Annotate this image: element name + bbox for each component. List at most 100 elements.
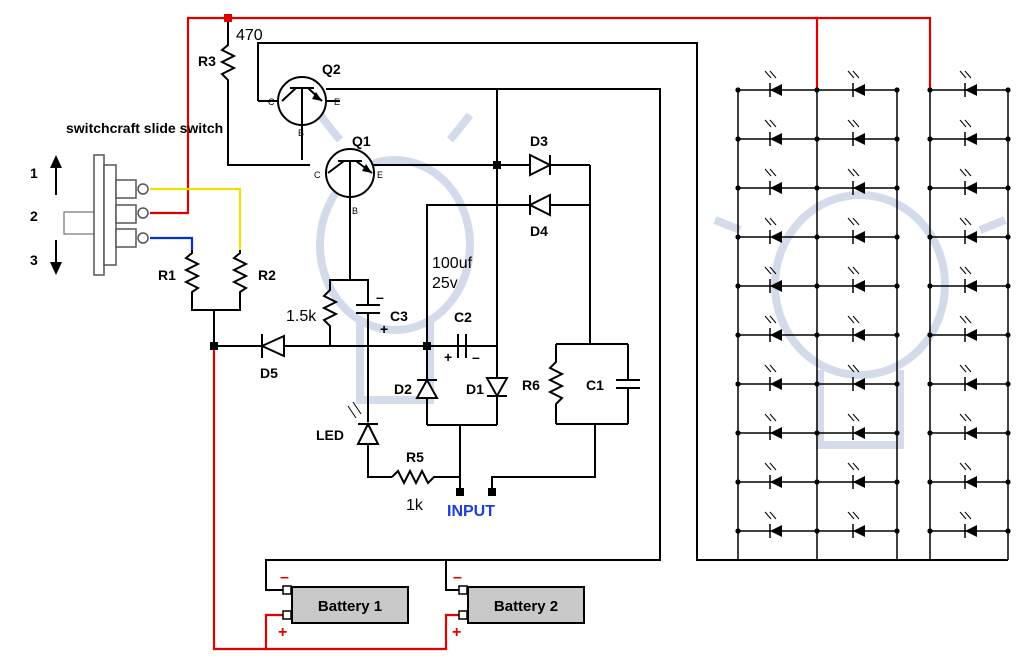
- led-junction: [814, 283, 820, 289]
- array-led-col2: [847, 413, 865, 440]
- led-junction: [1005, 528, 1011, 534]
- array-led-col1: [764, 364, 782, 391]
- c3-minus-sign: –: [376, 289, 384, 305]
- c2-plus-sign: +: [444, 349, 452, 365]
- array-led-col2: [847, 511, 865, 538]
- switch-position-2: 2: [30, 208, 38, 224]
- arrow-down-icon: [50, 240, 62, 275]
- label-led: LED: [316, 427, 344, 443]
- label-r2: R2: [258, 267, 276, 283]
- c2-value: 100uf: [432, 255, 473, 272]
- resistor-1k5: [321, 279, 369, 346]
- led-junction: [814, 479, 820, 485]
- array-led-col1: [764, 462, 782, 489]
- label-d2: D2: [394, 381, 412, 397]
- resistor-r2: [214, 250, 249, 311]
- led-junction: [735, 332, 741, 338]
- led-junction: [735, 430, 741, 436]
- diode-d3: [529, 153, 553, 177]
- battery-1-label: Battery 1: [318, 598, 382, 615]
- resistor-r3: [219, 22, 310, 166]
- battery-2: Battery 2: [458, 585, 585, 624]
- led-junction: [814, 430, 820, 436]
- led-junction: [1005, 430, 1011, 436]
- led-junction: [1005, 136, 1011, 142]
- array-led-col1: [764, 168, 782, 195]
- q1-pin-b: B: [352, 206, 358, 216]
- led-junction: [814, 528, 820, 534]
- label-d4: D4: [530, 223, 548, 239]
- battery-1-plus: +: [278, 624, 287, 641]
- led-junction: [894, 381, 900, 387]
- label-r1: R1: [158, 267, 176, 283]
- array-led-col3: [959, 364, 977, 391]
- transistor-q2: [277, 76, 327, 160]
- array-led-col3: [959, 168, 977, 195]
- q2-pin-c: C: [268, 97, 275, 107]
- led-junction: [927, 283, 933, 289]
- led-junction: [927, 479, 933, 485]
- q1-pin-e: E: [377, 170, 383, 180]
- led-junction: [894, 528, 900, 534]
- c3-plus-sign: +: [380, 321, 388, 337]
- array-led-col3: [959, 217, 977, 244]
- array-led-col3: [959, 413, 977, 440]
- input-label: INPUT: [447, 503, 495, 520]
- diode-d1: [485, 346, 509, 425]
- switch-position-1: 1: [30, 165, 38, 181]
- transistor-q1: [325, 148, 375, 280]
- led-junction: [894, 479, 900, 485]
- input-terminal-right[interactable]: [488, 488, 496, 496]
- slide-switch[interactable]: [63, 154, 149, 276]
- label-q2: Q2: [322, 61, 341, 77]
- array-led-col2: [847, 217, 865, 244]
- label-c1: C1: [586, 377, 604, 393]
- led-junction: [894, 185, 900, 191]
- label-d1: D1: [466, 381, 484, 397]
- array-led-col3: [959, 266, 977, 293]
- battery-1-minus: –: [280, 569, 289, 586]
- q1-pin-c: C: [314, 170, 321, 180]
- led-junction: [927, 87, 933, 93]
- resistor-value-1k: 1k: [406, 497, 424, 514]
- switch-position-3: 3: [30, 252, 38, 268]
- diode-d5: [259, 334, 285, 358]
- resistor-value-1k5: 1.5k: [286, 308, 317, 325]
- battery-2-label: Battery 2: [494, 598, 558, 615]
- array-led-col1: [764, 119, 782, 146]
- capacitor-c3: [356, 304, 380, 346]
- resistor-r1: [183, 250, 214, 311]
- led-junction: [1005, 234, 1011, 240]
- led-junction: [735, 136, 741, 142]
- array-led-col3: [959, 70, 977, 97]
- led-junction: [814, 87, 820, 93]
- label-c3: C3: [390, 308, 408, 324]
- battery-2-plus: +: [452, 624, 461, 641]
- led-junction: [735, 381, 741, 387]
- diode-d2: [415, 346, 439, 425]
- led-junction: [735, 283, 741, 289]
- led-junction: [1005, 332, 1011, 338]
- switch-wire-yellow: [150, 187, 242, 250]
- led-junction: [814, 381, 820, 387]
- diode-d4: [527, 193, 551, 217]
- array-led-col3: [959, 462, 977, 489]
- q2-pin-e: E: [334, 97, 340, 107]
- led-junction: [927, 136, 933, 142]
- battery-2-minus: –: [453, 569, 462, 586]
- array-led-col2: [847, 315, 865, 342]
- array-led-col1: [764, 70, 782, 97]
- resistor-r5: [391, 468, 461, 492]
- arrow-up-icon: [50, 155, 62, 195]
- led-junction: [927, 185, 933, 191]
- led-junction: [1005, 87, 1011, 93]
- led-junction: [814, 185, 820, 191]
- switch-wire-blue: [150, 236, 194, 250]
- r3-value: 470: [236, 27, 263, 44]
- led-indicator: [347, 401, 380, 445]
- array-led-col3: [959, 511, 977, 538]
- array-led-col2: [847, 266, 865, 293]
- input-terminal-left[interactable]: [456, 488, 464, 496]
- led-junction: [1005, 185, 1011, 191]
